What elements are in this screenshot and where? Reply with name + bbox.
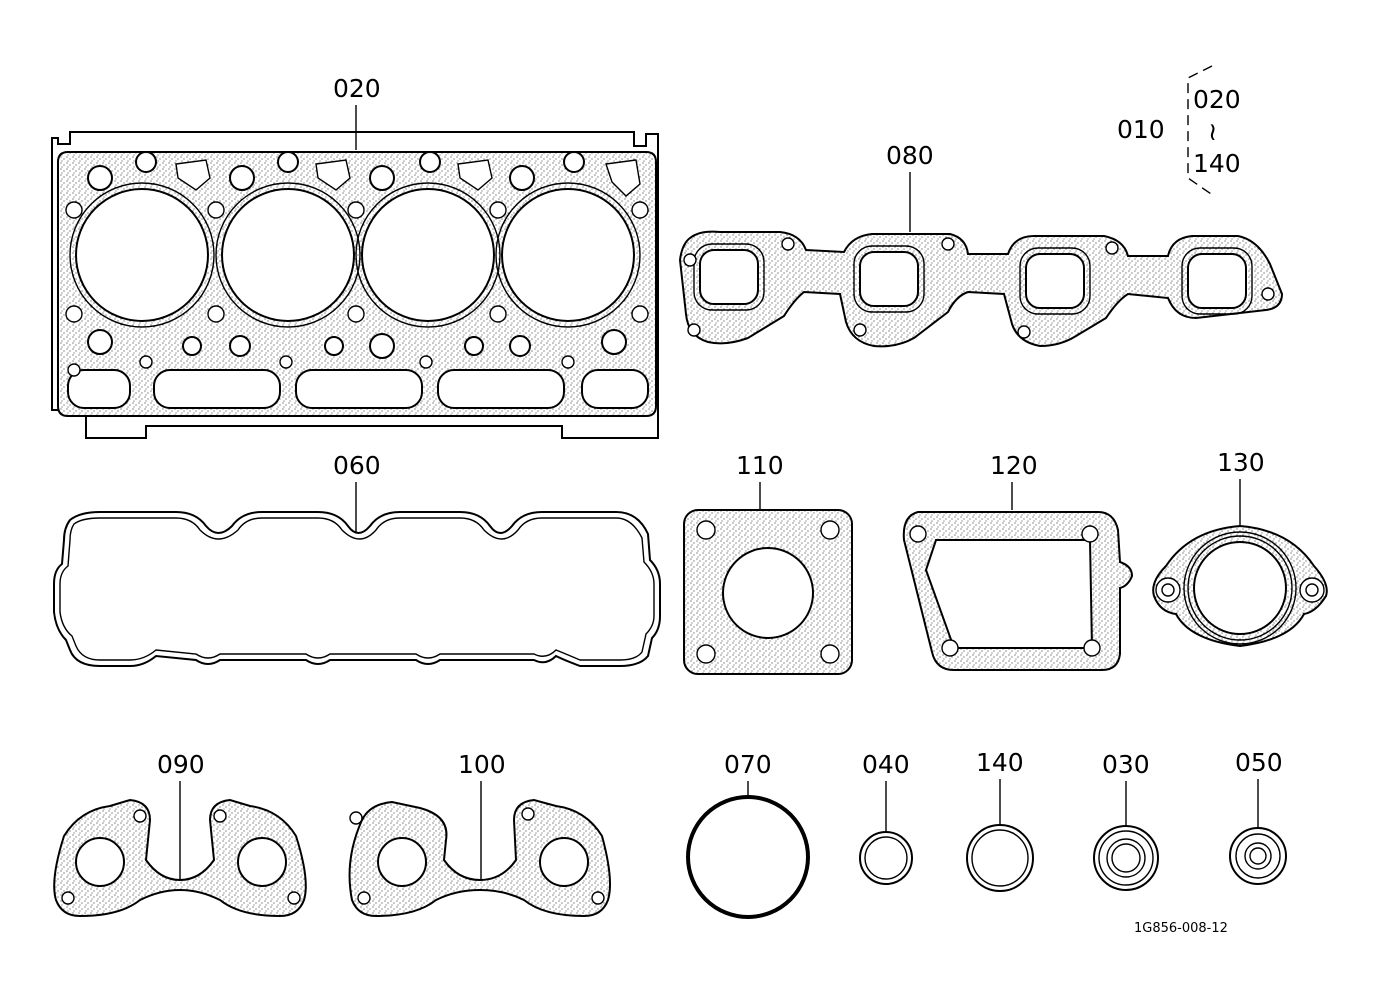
part-label-070: 070	[724, 750, 772, 779]
housing-gasket-part: 120	[902, 451, 1134, 671]
set-range-bracket: 010 020 ≀ 140	[1117, 65, 1241, 197]
part-label-030: 030	[1102, 750, 1150, 779]
manifold-gasket-a-part: 090	[53, 750, 307, 918]
range-tilde: ≀	[1208, 117, 1217, 146]
part-label-020: 020	[333, 74, 381, 103]
seal-050-part: 050	[1229, 748, 1287, 885]
o-ring-part: 070	[686, 750, 810, 919]
part-label-100: 100	[458, 750, 506, 779]
part-label-050: 050	[1235, 748, 1283, 777]
cylinder-head-gasket-part: 020	[51, 74, 659, 439]
range-end-label: 140	[1193, 149, 1241, 178]
square-flange-gasket-part: 110	[683, 451, 853, 675]
part-label-080: 080	[886, 141, 934, 170]
part-label-060: 060	[333, 451, 381, 480]
drawing-code: 1G856-008-12	[1134, 921, 1228, 936]
ring-140-part: 140	[966, 748, 1034, 892]
manifold-gasket-b-part: 100	[348, 750, 611, 918]
exhaust-manifold-gasket-part: 080	[678, 141, 1284, 348]
part-label-140: 140	[976, 748, 1024, 777]
part-label-040: 040	[862, 750, 910, 779]
part-label-110: 110	[736, 451, 784, 480]
set-label: 010	[1117, 115, 1165, 144]
cover-gasket-part: 060	[53, 451, 661, 667]
part-label-090: 090	[157, 750, 205, 779]
oval-flange-gasket-part: 130	[1152, 448, 1328, 648]
part-label-120: 120	[990, 451, 1038, 480]
range-start-label: 020	[1193, 85, 1241, 114]
ring-040-part: 040	[859, 750, 913, 885]
seal-030-part: 030	[1093, 750, 1159, 891]
part-label-130: 130	[1217, 448, 1265, 477]
